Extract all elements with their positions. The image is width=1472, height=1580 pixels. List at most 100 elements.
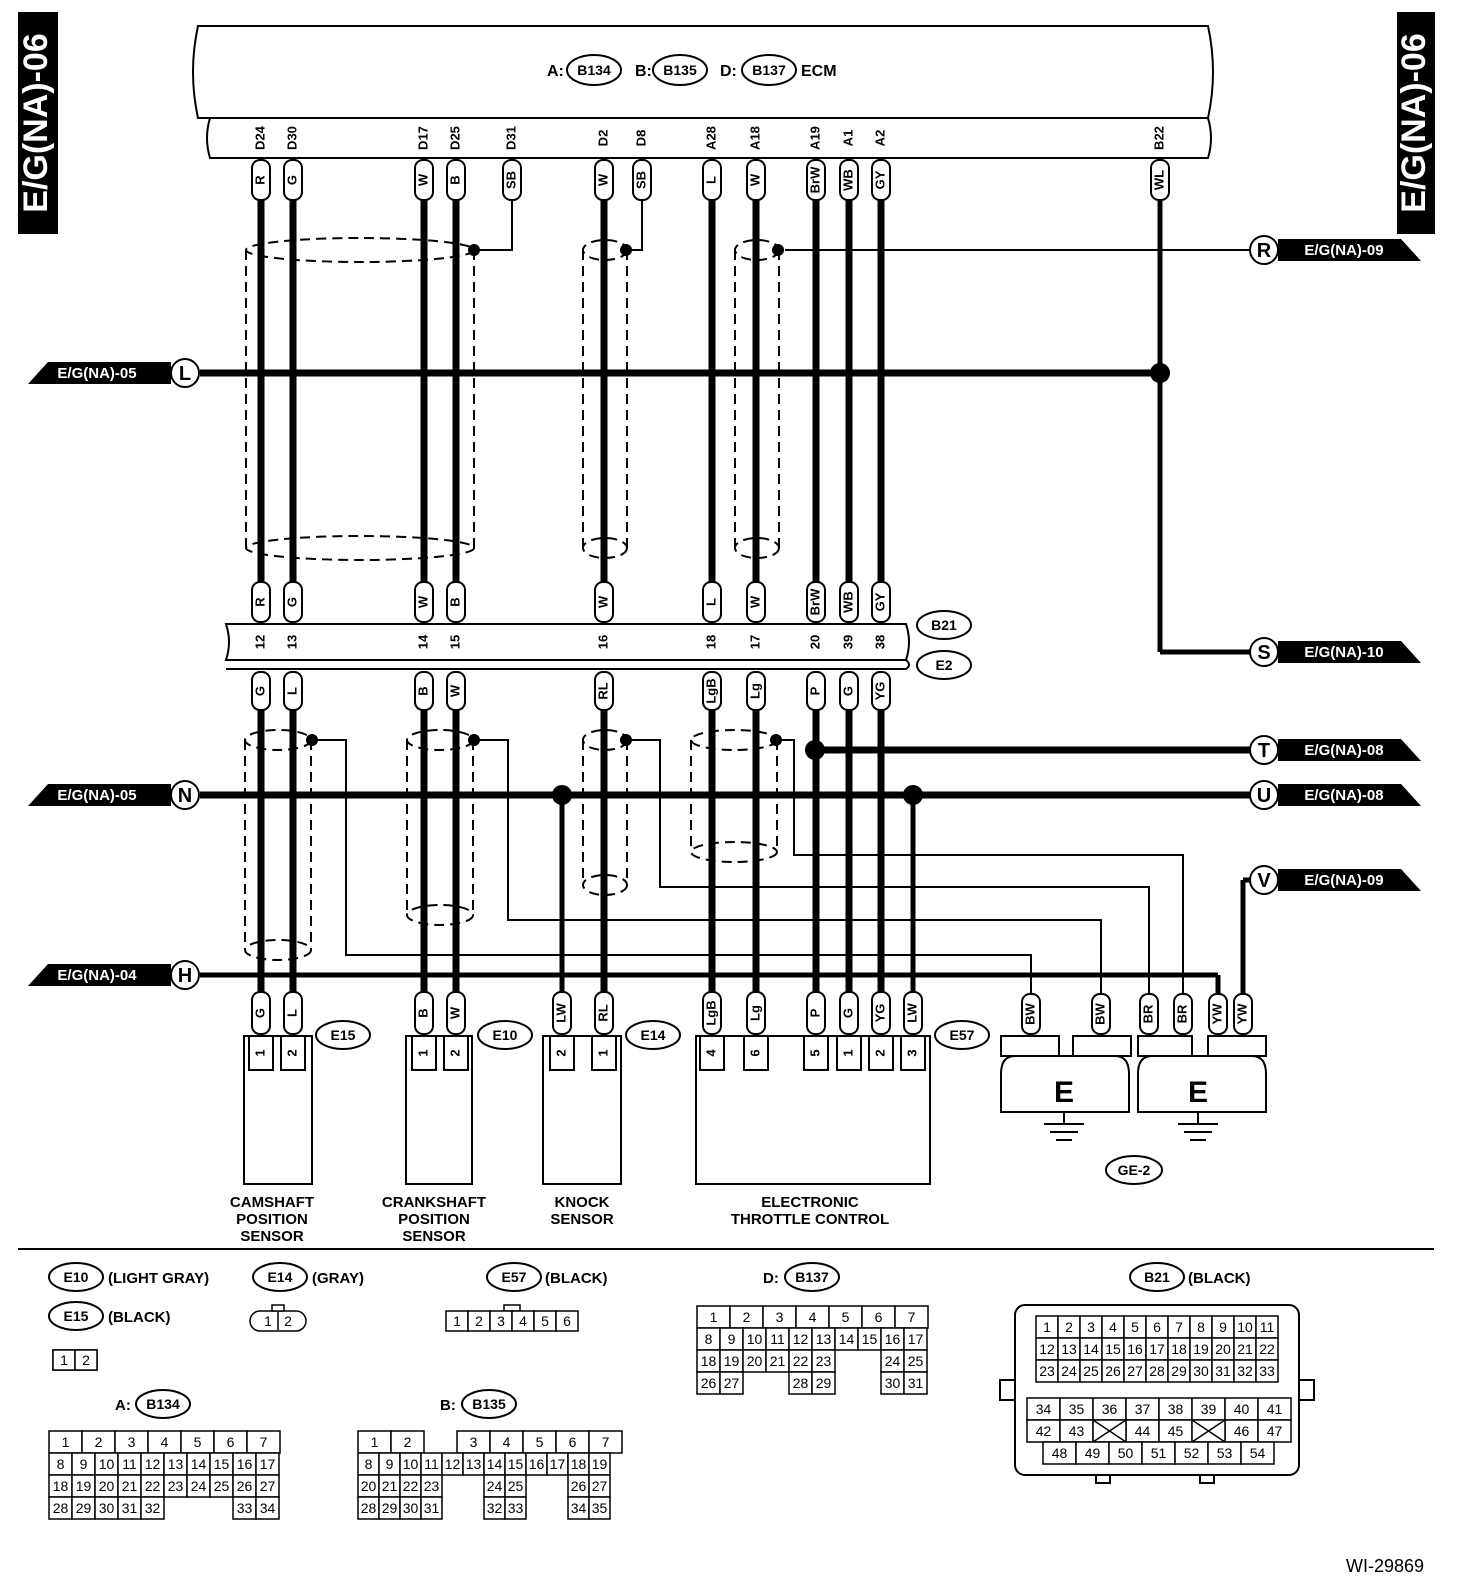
sensor-e57-color-2-box — [806, 991, 826, 1035]
legend-b21-r3-num-5: 39 — [1201, 1401, 1217, 1417]
legend-b21-r1-num-0: 12 — [1039, 1341, 1055, 1357]
joint-upper-color-3-box — [446, 581, 466, 623]
ecm-wire-color-11: GY — [872, 170, 887, 189]
legend-e57-face-cell-5 — [555, 1310, 579, 1332]
sensor-e57-color-5-box — [903, 991, 923, 1035]
ecm-pin-d30: D30 — [284, 126, 299, 150]
sensor-e57-pin-3: 1 — [840, 1049, 855, 1056]
legend-b21-r1-num-1: 13 — [1061, 1341, 1077, 1357]
legend-a134-r3-num-8: 33 — [237, 1500, 253, 1516]
legend-b21-r3-num-2: 36 — [1102, 1401, 1118, 1417]
legend-b135-r0-num-3: 3 — [470, 1434, 478, 1450]
ground-symbol-right: E — [1188, 1076, 1208, 1109]
sensor-e57-pin-0: 4 — [703, 1049, 718, 1057]
legend-d137-r3-cell-5 — [811, 1371, 836, 1395]
legend-b21-r4-num-7: 47 — [1267, 1423, 1283, 1439]
legend-d137-r2-num-0: 18 — [701, 1353, 717, 1369]
legend-e57-face-num-5: 6 — [563, 1313, 571, 1329]
joint-lower-color-9-box — [871, 671, 891, 711]
sensor-e57-color-1-box — [746, 991, 766, 1035]
joint-lower-color-4: RL — [595, 682, 610, 699]
sensor-e10-color-1-box — [446, 991, 466, 1035]
sensor-e57-pinbox-5 — [900, 1035, 926, 1071]
legend-a134-r1-num-4: 12 — [145, 1456, 161, 1472]
ground-wire-color-4-box — [1208, 993, 1228, 1035]
sensor-id-oval-e10 — [477, 1020, 533, 1050]
joint-pin-8: 39 — [840, 635, 855, 649]
joint-lower-color-9: YG — [872, 682, 887, 701]
shield-drain-wires — [312, 195, 1184, 1000]
legend-b21-r2-num-2: 25 — [1083, 1363, 1099, 1379]
sensor-e10-color-0: B — [415, 1008, 430, 1017]
sensor-e57-color-0: LgB — [703, 1000, 718, 1025]
ecm-pin-d31: D31 — [503, 126, 518, 150]
sensor-e57-color-4-box — [871, 991, 891, 1035]
joint-lower-color-5: LgB — [703, 678, 718, 703]
legend-b135-r0-num-6: 6 — [569, 1434, 577, 1450]
sensor-e15-pin-1: 2 — [284, 1049, 299, 1056]
legend-b21-r3-num-7: 41 — [1267, 1401, 1283, 1417]
legend-b21-r3-num-6: 40 — [1234, 1401, 1250, 1417]
legend-b21-r5-num-3: 51 — [1151, 1445, 1167, 1461]
legend-b21-tab-right — [1298, 1379, 1315, 1401]
sensor-e15-pinbox-0 — [248, 1035, 274, 1071]
joint-upper-color-5: L — [703, 598, 718, 606]
legend-b135-r1-num-0: 8 — [365, 1456, 373, 1472]
ground-wire-color-5: YW — [1234, 1003, 1249, 1025]
ecm-pin-labels: D24RD30GD17WD25BD31SBD2WD8SBA28LA18WA19B… — [251, 125, 1170, 201]
legend-a134-r3-num-3: 31 — [122, 1500, 138, 1516]
sensor-e15-color-0-box — [251, 991, 271, 1035]
joint-lower-id: E2 — [935, 657, 952, 673]
legend-e57-id-oval — [486, 1262, 542, 1292]
ecm-wire-color-1: G — [284, 175, 299, 185]
legend-a134-r1-num-2: 10 — [99, 1456, 115, 1472]
joint-lower-color-7: P — [807, 686, 822, 695]
legend-a134-r0-num-2: 3 — [128, 1434, 136, 1450]
sensor-e14-color-0: LW — [553, 1003, 568, 1023]
sensor-id-oval-e14 — [625, 1020, 681, 1050]
ecm-conn-a-id: B134 — [577, 62, 611, 78]
legend-b21-r2-num-4: 27 — [1127, 1363, 1143, 1379]
ecm-conn-a-prefix: A: — [547, 63, 564, 80]
legend-e15-color: (BLACK) — [108, 1309, 170, 1326]
joint-upper-color-2: W — [415, 595, 430, 608]
legend-e14-color: (GRAY) — [312, 1270, 364, 1287]
ecm-pin-a18: A18 — [747, 126, 762, 150]
joint-pin-9: 38 — [872, 635, 887, 649]
legend-b135-r2-num-2: 22 — [403, 1478, 419, 1494]
legend-d137-r1-num-4: 12 — [793, 1331, 809, 1347]
joint-pin-7: 20 — [807, 635, 822, 649]
sensor-e14-pin-1: 1 — [595, 1049, 610, 1056]
offpage-circle-L — [170, 358, 200, 388]
sensor-e57-pinbox-2 — [803, 1035, 829, 1071]
sensor-e14-color-0-box — [552, 991, 572, 1035]
offpage-circle-N — [170, 780, 200, 810]
sensor-e57-pinbox-1 — [743, 1035, 769, 1071]
ecm-wire-color-9: BrW — [807, 166, 822, 193]
legend-b21-r2-num-3: 26 — [1105, 1363, 1121, 1379]
legend-d137-r2-num-5: 23 — [816, 1353, 832, 1369]
joint-lower-color-0: G — [252, 686, 267, 696]
ecm-wire-color-5-box — [594, 159, 614, 201]
legend-b135-r0-num-1: 2 — [404, 1434, 412, 1450]
joint-upper-color-6-box — [746, 581, 766, 623]
legend-d137-r3-num-9: 31 — [908, 1375, 924, 1391]
ecm-pin-d2: D2 — [595, 130, 610, 147]
legend-b21-tab-left — [999, 1379, 1016, 1401]
joint-pin-6: 17 — [747, 635, 762, 649]
joint-pin-0: 12 — [252, 635, 267, 649]
sensor-id-e57: E57 — [950, 1027, 975, 1043]
legend-d137-id: B137 — [795, 1269, 829, 1285]
legend-a134-r2-num-2: 20 — [99, 1478, 115, 1494]
sensor-bodies — [243, 1035, 931, 1185]
legend-b21-id: B21 — [1144, 1269, 1170, 1285]
legend-d137-r3-num-4: 28 — [793, 1375, 809, 1391]
sensor-name-e57-0: ELECTRONIC — [761, 1194, 859, 1211]
legend-a134-r3-cell-9 — [255, 1496, 280, 1520]
legend-b21-r4-num-1: 43 — [1069, 1423, 1085, 1439]
joint-connector: B21 E2 — [224, 610, 972, 680]
legend-e57-face-num-3: 4 — [519, 1313, 527, 1329]
legend-b21-key-a — [1095, 1474, 1111, 1484]
